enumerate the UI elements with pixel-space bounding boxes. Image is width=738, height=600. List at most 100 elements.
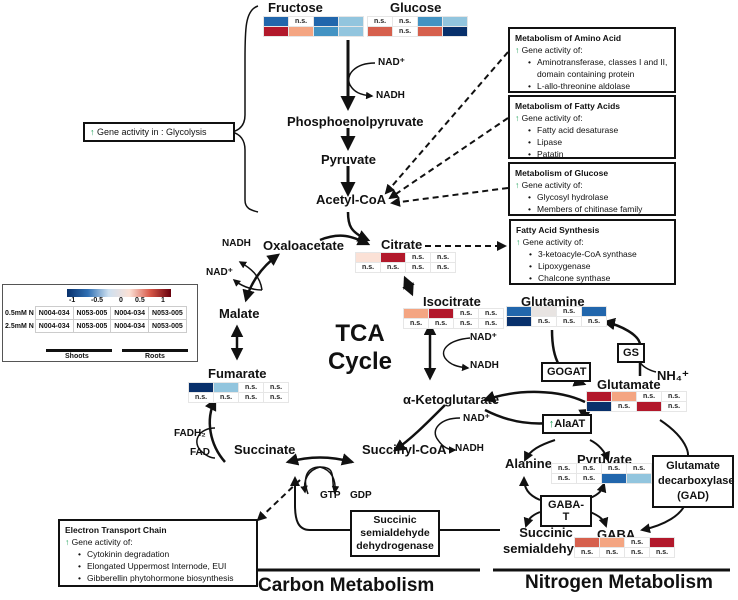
heatmap-row: n.s.n.s.n.s.n.s.: [574, 547, 675, 558]
heatmap-cell: n.s.: [576, 463, 602, 474]
heatmap-row: n.s.n.s.: [586, 401, 687, 412]
heatmap-cell: [442, 26, 468, 37]
heatmap-cell: n.s.: [556, 316, 582, 327]
heatmap-cell: [367, 26, 393, 37]
info-item: Glycosyl hydrolase: [528, 191, 669, 203]
metabolite-a-ketoglutarate: α-Ketoglutarate: [403, 392, 500, 407]
heatmap-cell: [338, 16, 364, 27]
heatmap-cell: n.s.: [288, 16, 314, 27]
enzyme-gogat: GOGAT: [541, 362, 591, 382]
heatmap-row: n.s.n.s.: [403, 308, 504, 319]
label-nh4: NH₄⁺: [657, 368, 689, 383]
label-gdp: GDP: [350, 490, 372, 501]
label-fadh2: FADH₂: [174, 428, 206, 439]
heatmap-cell: n.s.: [403, 318, 429, 329]
heatmap-cell: n.s.: [263, 392, 289, 403]
heatmap-cell: n.s.: [392, 26, 418, 37]
info-box-glucose: Metabolism of Glucose ↑ Gene activity of…: [508, 162, 676, 216]
heatmap-cell: n.s.: [430, 262, 456, 273]
label-nadh-akg: NADH: [455, 443, 484, 454]
tca-line-2: Cycle: [327, 348, 393, 375]
heatmap-cell: [601, 473, 627, 484]
heatmap-legend: -1 -0.5 0 0.5 1 0.5mM N N004-034 N053-00…: [2, 284, 198, 362]
heatmap-cell: [263, 16, 289, 27]
heatmap-cell: n.s.: [380, 262, 406, 273]
up-arrow-icon: ↑: [515, 113, 522, 123]
info-item: 3-ketoacyle-CoA synthase: [529, 248, 669, 260]
info-box-amino-acid: Metabolism of Amino Acid ↑ Gene activity…: [508, 27, 676, 93]
metabolite-fumarate: Fumarate: [208, 366, 267, 381]
info-subtitle: ↑ Gene activity of:: [515, 45, 583, 55]
metabolite-pyruvate: Pyruvate: [321, 152, 376, 167]
legend-table: 0.5mM N N004-034 N053-005 N004-034 N053-…: [5, 306, 187, 333]
info-item: Cytokinin degradation: [78, 548, 251, 560]
metabolite-glutamate: Glutamate: [597, 377, 661, 392]
scale-tick: 0.5: [135, 297, 145, 304]
scale-tick: -0.5: [91, 297, 104, 304]
heatmap-row: n.s.n.s.n.s.: [506, 316, 607, 327]
heatmap-cell: [263, 26, 289, 37]
metabolite-citrate: Citrate: [381, 237, 423, 252]
heatmap-cell: n.s.: [428, 318, 454, 329]
heatmap-cell: [506, 316, 532, 327]
heatmap-cell: [417, 16, 443, 27]
metabolite-alanine: Alanine: [505, 456, 552, 471]
info-subtitle: ↑ Gene activity of:: [515, 180, 583, 190]
info-item: Members of chitinase family: [528, 203, 669, 215]
heatmap-row: n.s.n.s.n.s.n.s.: [188, 392, 289, 403]
legend-row: 2.5mM N N004-034 N053-005 N004-034 N053-…: [5, 319, 187, 333]
heatmap-cell: [636, 401, 662, 412]
label-nad-1: NAD⁺: [378, 57, 405, 68]
metabolite-pep: Phosphoenolpyruvate: [287, 114, 424, 129]
info-box-electron-transport: Electron Transport Chain ↑ Gene activity…: [58, 519, 258, 587]
heatmap-cell: n.s.: [624, 537, 650, 548]
metabolite-isocitrate: Isocitrate: [423, 294, 481, 309]
scale-tick: 0: [119, 297, 123, 304]
heatmap-cell: n.s.: [263, 382, 289, 393]
heatmap-cell: [586, 401, 612, 412]
scale-tick: -1: [69, 297, 76, 304]
heatmap-glucose: n.s.n.s.n.s.: [367, 16, 468, 37]
heatmap-cell: n.s.: [624, 547, 650, 558]
shoots-bar: [46, 349, 112, 352]
heatmap-citrate: n.s.n.s.n.s.n.s.n.s.n.s.: [355, 252, 456, 273]
heatmap-cell: [428, 308, 454, 319]
scale-tick: 1: [161, 297, 165, 304]
heatmap-cell: n.s.: [636, 391, 662, 402]
legend-cell: N004-034: [34, 319, 74, 333]
legend-cell: N004-034: [34, 306, 74, 320]
enzyme-gaba-t: GABA-T: [540, 495, 592, 527]
label-nad-akg: NAD⁺: [463, 413, 490, 424]
heatmap-row: n.s.n.s.: [367, 16, 468, 27]
info-box-fatty-acid-synthesis: Fatty Acid Synthesis ↑ Gene activity of:…: [509, 219, 676, 285]
heatmap-cell: [188, 382, 214, 393]
heatmap-cell: [213, 382, 239, 393]
legend-row: 0.5mM N N004-034 N053-005 N004-034 N053-…: [5, 306, 187, 320]
heatmap-row: n.s.: [367, 26, 468, 37]
glycolysis-note: ↑ Gene activity in : Glycolysis: [83, 122, 235, 142]
color-scale-bar: [67, 289, 171, 297]
heatmap-glutamate: n.s.n.s.n.s.n.s.: [586, 391, 687, 412]
label-gtp: GTP: [320, 490, 341, 501]
heatmap-cell: n.s.: [551, 463, 577, 474]
enzyme-ssadh: Succinic semialdehyde dehydrogenase: [350, 510, 440, 557]
heatmap-row: n.s.n.s.n.s.n.s.: [551, 463, 652, 474]
info-title: Fatty Acid Synthesis: [516, 225, 600, 235]
info-item: Aminotransferase, classes I and II, doma…: [528, 56, 669, 80]
legend-cell: N053-005: [72, 306, 112, 320]
heatmap-cell: n.s.: [355, 262, 381, 273]
heatmap-fumarate: n.s.n.s.n.s.n.s.n.s.n.s.: [188, 382, 289, 403]
info-item: Fatty acid desaturase: [528, 124, 669, 136]
heatmap-cell: [313, 16, 339, 27]
label-nad-iso: NAD⁺: [470, 332, 497, 343]
info-item: L-allo-threonine aldolase: [528, 80, 669, 92]
heatmap-cell: [626, 473, 652, 484]
up-arrow-icon: ↑: [516, 237, 523, 247]
enzyme-gad: Glutamate decarboxylase (GAD): [652, 455, 734, 508]
heatmap-cell: [380, 252, 406, 263]
heatmap-cell: n.s.: [453, 318, 479, 329]
legend-cell: N053-005: [148, 319, 187, 333]
